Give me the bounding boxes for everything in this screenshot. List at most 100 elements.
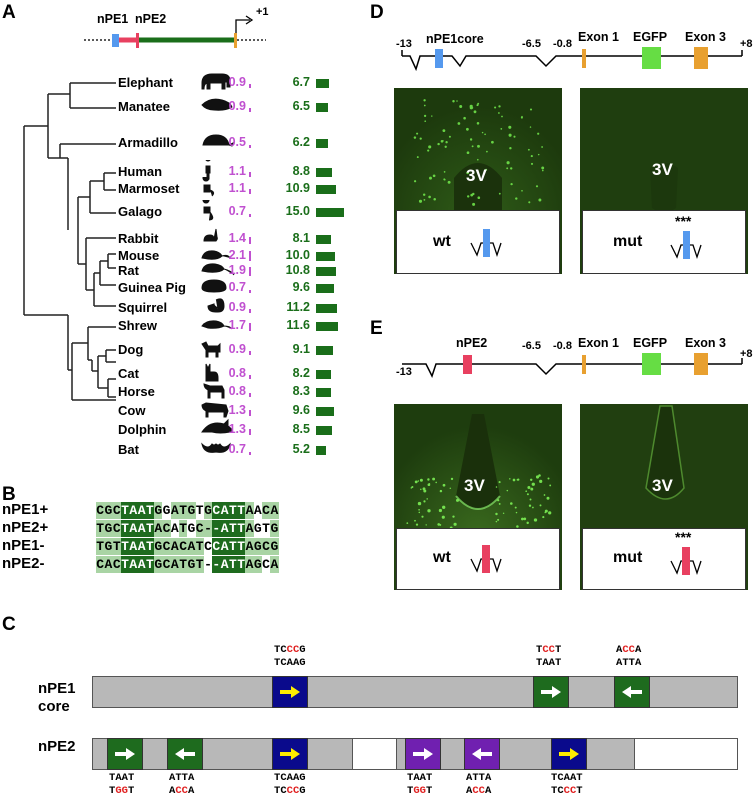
panel-label-c: C	[2, 614, 16, 635]
significance-stars-d: ***	[675, 213, 692, 229]
conservation-bar-1	[249, 322, 251, 331]
conservation-score-2: 10.9	[285, 181, 310, 195]
npe1-blue-box	[272, 676, 308, 708]
npe2-label: nPE2	[135, 12, 167, 26]
conservation-score-1: 0.8	[228, 384, 246, 398]
armadillo-icon	[202, 134, 234, 147]
egfp-label-e: EGFP	[633, 336, 668, 350]
conservation-score-1: 2.1	[228, 248, 246, 262]
bat-icon	[201, 442, 231, 453]
npe2-gap-1	[352, 738, 398, 770]
conservation-score-1: 0.9	[228, 300, 246, 314]
legend-e-wt: wt	[396, 528, 560, 590]
third-ventricle-label-d-wt: 3V	[466, 166, 487, 185]
micrograph-d-mut: 3V mut ***	[580, 88, 748, 274]
conservation-bar-1	[249, 83, 251, 88]
conservation-bar-2	[316, 185, 337, 194]
motif-sequence: TCCCT	[551, 785, 583, 797]
micrograph-e-wt: 3V wt	[394, 404, 562, 590]
mut-label-e: mut	[613, 549, 643, 566]
mut-label-d: mut	[613, 233, 643, 250]
conservation-bar-2	[316, 79, 329, 88]
significance-stars-e: ***	[675, 529, 692, 545]
legend-d-mut: mut ***	[582, 210, 746, 274]
conservation-score-1: 0.9	[228, 75, 246, 89]
conservation-score-1: 1.1	[228, 164, 246, 178]
conservation-bar-2	[316, 267, 337, 276]
conservation-score-2: 11.2	[286, 300, 310, 314]
conservation-score-1: 0.9	[228, 342, 246, 356]
sequence-row: TGTTAATGCACATCCATTAGCG	[96, 538, 279, 555]
construct-line-e	[402, 353, 743, 378]
npe1-label: nPE1	[97, 12, 129, 26]
conservation-bar-1	[249, 350, 251, 355]
sequence-label: nPE1-	[2, 537, 45, 554]
species-name: Elephant	[118, 75, 173, 90]
tss-label: +1	[256, 6, 269, 18]
construct-line-d	[401, 47, 743, 72]
npe2-blue-box-1	[272, 738, 308, 770]
exon1-label-d: Exon 1	[578, 30, 619, 44]
conservation-score-2: 6.5	[292, 99, 310, 113]
motif-sequence: TAAT	[536, 657, 562, 669]
conservation-score-1: 0.9	[228, 99, 246, 113]
motif-sequence: TCAAG	[274, 772, 306, 784]
conservation-score-1: 0.7	[228, 442, 246, 456]
conservation-score-2: 8.2	[292, 366, 310, 380]
conservation-score-1: 0.7	[228, 204, 246, 218]
motif-sequence: ACCA	[169, 785, 195, 797]
egfp-label-d: EGFP	[633, 30, 668, 44]
npe2-label-c: nPE2	[38, 738, 76, 755]
guinea-pig-icon	[201, 279, 227, 293]
conservation-score-2: 9.6	[292, 403, 310, 417]
conservation-bar-2	[316, 252, 335, 261]
gene-line	[84, 15, 266, 48]
scale-left-d: -13	[396, 38, 412, 50]
conservation-score-2: 15.0	[285, 204, 310, 218]
species-name: Galago	[118, 204, 163, 219]
species-name: Marmoset	[118, 181, 180, 196]
arrow-right-white-icon	[541, 686, 561, 698]
dog-icon	[201, 341, 221, 358]
conservation-bar-2	[316, 208, 344, 217]
motif-sequence: TCAAG	[274, 657, 306, 669]
arrow-right-white-icon	[115, 748, 135, 760]
npe1core-label: nPE1core	[426, 32, 484, 46]
conservation-bar-1	[249, 171, 251, 177]
conservation-bar-2	[316, 407, 334, 416]
scale-right-e: +8	[740, 348, 753, 360]
conservation-score-2: 11.6	[286, 318, 310, 332]
legend-d-wt: wt	[396, 210, 560, 274]
npe1-core-label-1: nPE1	[38, 680, 76, 697]
conservation-score-1: 0.7	[228, 280, 246, 294]
third-ventricle-label-d-mut: 3V	[652, 160, 673, 179]
conservation-score-2: 9.6	[292, 280, 310, 294]
micrograph-e-mut: 3V mut ***	[580, 404, 748, 590]
motif-sequence: ATTA	[466, 772, 492, 784]
conservation-score-1: 1.3	[228, 422, 246, 436]
legend-e-mut: mut ***	[582, 528, 746, 590]
conservation-score-2: 5.2	[292, 442, 310, 456]
sequence-label: nPE2-	[2, 555, 45, 572]
scale-mid1-d: -6.5	[522, 38, 541, 50]
motif-sequence: TAAT	[407, 772, 433, 784]
species-name: Shrew	[118, 318, 158, 333]
conservation-score-2: 8.8	[292, 164, 310, 178]
npe1-green-box-2	[614, 676, 650, 708]
conservation-score-1: 0.8	[228, 366, 246, 380]
conservation-bar-2	[316, 446, 326, 455]
conservation-bar-2	[316, 235, 332, 244]
npe2-label-e: nPE2	[456, 336, 488, 350]
motif-sequence: TCCCG	[274, 644, 306, 656]
phylogenetic-tree	[23, 82, 116, 401]
species-name: Horse	[118, 384, 155, 399]
conservation-bar-2	[316, 103, 329, 112]
squirrel-icon	[207, 298, 225, 313]
sequence-row: CACTAATGCATGT--ATTAGCA	[96, 556, 279, 573]
shrew-icon	[201, 320, 233, 330]
conservation-score-1: 1.7	[228, 318, 246, 332]
conservation-bar-1	[249, 250, 251, 261]
motif-sequence: TGGT	[407, 785, 433, 797]
galago-icon	[202, 200, 214, 221]
conservation-score-1: 0.5	[228, 135, 246, 149]
